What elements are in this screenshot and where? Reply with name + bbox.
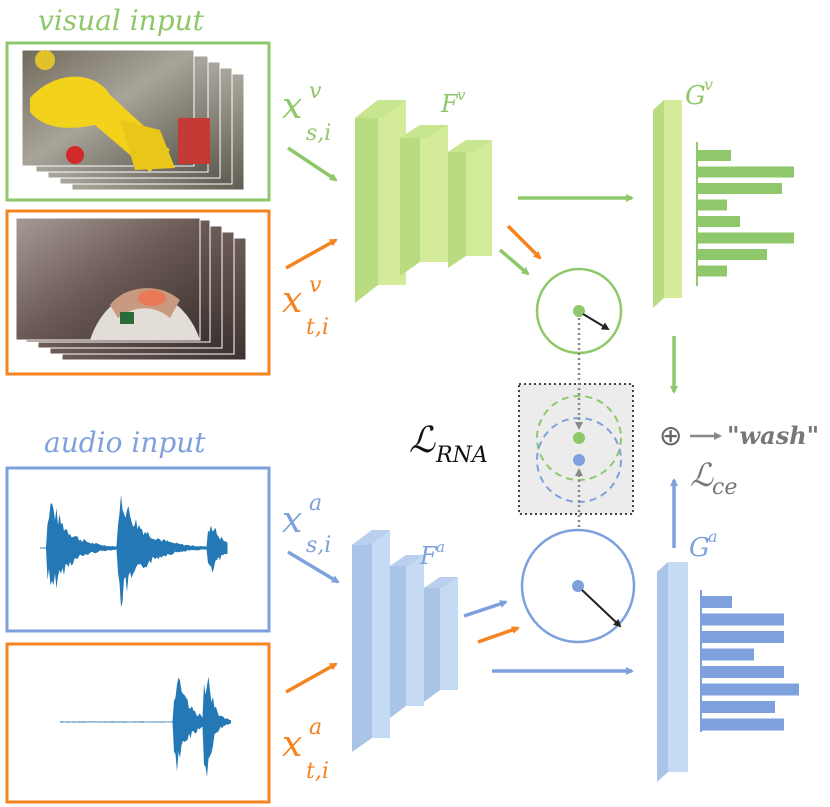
audio-classifier-Ga (657, 562, 688, 782)
audio-class-bar (702, 648, 754, 661)
label-x-vt: x v t,i (282, 273, 329, 340)
svg-text:ℒ: ℒ (409, 420, 436, 461)
label-Fa: F a (419, 538, 445, 570)
svg-text:a: a (708, 527, 718, 546)
svg-text:v: v (309, 273, 322, 298)
visual-class-bars (698, 150, 794, 277)
arrow-Fv-target-to-circle (506, 224, 542, 260)
svg-text:G: G (685, 81, 706, 111)
svg-text:v: v (457, 86, 466, 104)
svg-text:x: x (282, 86, 302, 127)
arrow-Fv-source-to-circle (498, 248, 530, 276)
label-Fv: F v (440, 86, 466, 118)
audio-class-bars (702, 596, 799, 731)
svg-text:a: a (309, 491, 322, 516)
audio-class-bar (702, 683, 799, 696)
visual-classifier-Gv (653, 100, 682, 308)
audio-source-box (5, 466, 271, 633)
audio-class-bar (702, 701, 775, 713)
visual-class-bar (698, 216, 740, 227)
label-x-as: x a s,i (282, 491, 331, 558)
frames-washing-hands-icon (15, 217, 247, 361)
waveform-single-burst-icon (60, 676, 231, 777)
label-Ga: G a (689, 527, 718, 563)
label-loss-rna: ℒ RNA (409, 420, 488, 468)
svg-text:s,i: s,i (306, 533, 331, 558)
audio-class-bar (702, 666, 784, 678)
label-Gv: G v (685, 75, 713, 111)
visual-target-box (5, 209, 271, 376)
frames-kitchen-sink-icon (21, 49, 245, 191)
visual-class-bar (698, 183, 782, 194)
visual-encoder-Fv (355, 100, 492, 303)
arrow-at-to-Fa (285, 662, 338, 694)
arrow-vt-to-Fv (285, 238, 338, 270)
plus-symbol: ⊕ (659, 420, 682, 451)
waveform-three-bursts-icon (40, 494, 228, 608)
svg-text:v: v (309, 79, 322, 104)
svg-text:s,i: s,i (306, 121, 331, 146)
rna-loss-box (518, 383, 634, 515)
audio-target-box (5, 642, 271, 804)
audio-class-bar (702, 631, 784, 643)
audio-input-title: audio input (44, 426, 206, 459)
svg-text:a: a (436, 538, 445, 556)
svg-text:G: G (689, 533, 710, 563)
visual-source-box (5, 41, 271, 202)
svg-text:a: a (309, 715, 322, 740)
svg-text:F: F (440, 90, 459, 118)
label-x-at: x a t,i (282, 715, 329, 784)
visual-class-bar (698, 265, 727, 277)
svg-text:x: x (282, 280, 302, 321)
audio-class-bar (702, 596, 732, 608)
visual-class-bar (698, 232, 794, 244)
svg-text:RNA: RNA (435, 443, 488, 468)
svg-text:x: x (282, 724, 302, 765)
svg-text:ℒ: ℒ (690, 456, 714, 494)
visual-input-title: visual input (38, 4, 205, 37)
svg-text:ce: ce (712, 475, 737, 500)
visual-class-bar (698, 166, 794, 178)
visual-class-bar (698, 199, 727, 211)
audio-class-bar (702, 613, 784, 626)
arrow-as-to-Fa (287, 550, 340, 584)
visual-class-bar (698, 249, 767, 260)
svg-text:t,i: t,i (306, 315, 329, 340)
arrow-vs-to-Fv (287, 146, 338, 182)
svg-text:v: v (704, 75, 713, 94)
audio-encoder-Fa (352, 530, 458, 752)
visual-norm-circle (535, 267, 623, 355)
prediction-label: "wash" (727, 421, 819, 450)
arrow-Fa-target-to-circle (477, 626, 520, 644)
svg-text:x: x (282, 500, 302, 541)
label-loss-ce: ℒ ce (690, 456, 737, 500)
arrow-Fa-source-to-circle (463, 600, 508, 618)
audio-norm-circle (520, 528, 636, 644)
label-x-vs: x v s,i (282, 79, 331, 146)
svg-text:t,i: t,i (306, 759, 329, 784)
svg-text:F: F (419, 542, 438, 570)
visual-class-bar (698, 150, 731, 161)
audio-class-bar (702, 718, 784, 731)
